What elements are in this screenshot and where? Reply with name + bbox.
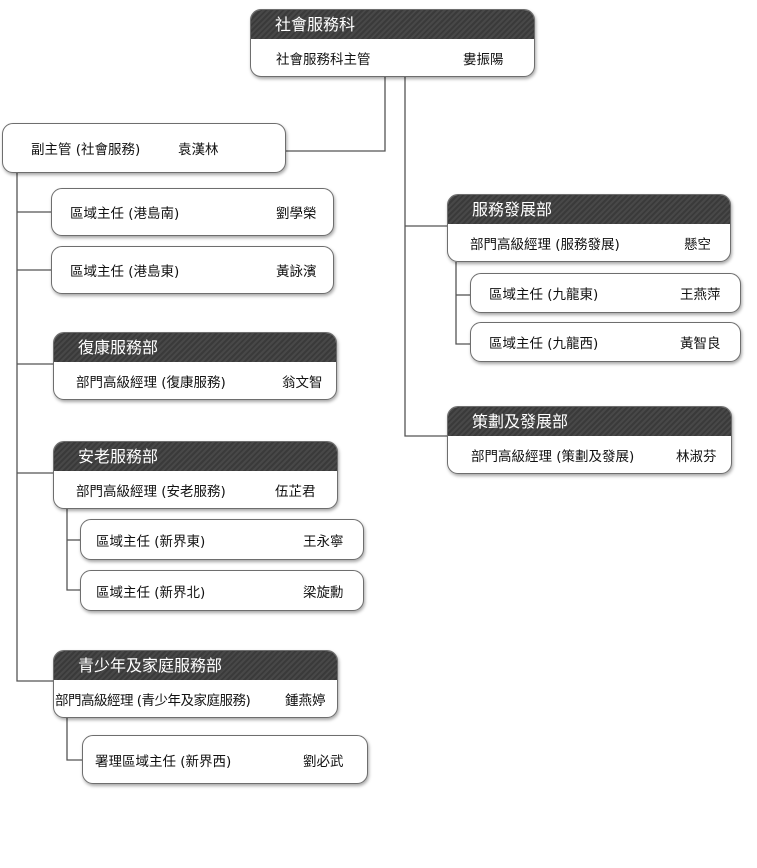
- district-kln-west-card: 區域主任 (九龍西) 黃智良: [470, 322, 741, 362]
- district-kln-east-card: 區域主任 (九龍東) 王燕萍: [470, 273, 741, 313]
- district-nt-west-name: 劉必武: [303, 753, 344, 770]
- youth-title: 部門高級經理 (青少年及家庭服務): [55, 692, 251, 709]
- district-hk-south-title: 區域主任 (港島南): [70, 206, 180, 222]
- deputy-name: 袁漢林: [178, 142, 219, 158]
- rehab-header: 復康服務部: [54, 333, 336, 362]
- district-nt-west-title: 署理區域主任 (新界西): [95, 753, 232, 770]
- district-nt-east-name: 王永寧: [303, 533, 344, 550]
- root-header: 社會服務科: [251, 10, 534, 39]
- district-hk-east-name: 黃詠濱: [276, 264, 317, 280]
- rehab-card: 復康服務部 部門高級經理 (復康服務) 翁文智: [53, 332, 337, 400]
- district-hk-east-card: 區域主任 (港島東) 黃詠濱: [51, 246, 334, 294]
- planning-title: 部門高級經理 (策劃及發展): [471, 448, 635, 465]
- root-name: 婁振陽: [463, 51, 504, 68]
- rehab-name: 翁文智: [282, 374, 323, 391]
- district-nt-west-card: 署理區域主任 (新界西) 劉必武: [82, 735, 368, 784]
- elderly-name: 伍芷君: [275, 483, 316, 500]
- youth-header: 青少年及家庭服務部: [54, 651, 337, 680]
- elderly-card: 安老服務部 部門高級經理 (安老服務) 伍芷君: [53, 441, 338, 509]
- elderly-header: 安老服務部: [54, 442, 337, 471]
- service-dev-name: 懸空: [684, 236, 711, 253]
- service-dev-header: 服務發展部: [448, 195, 730, 224]
- district-nt-north-card: 區域主任 (新界北) 梁旋勳: [80, 570, 364, 611]
- district-kln-east-name: 王燕萍: [680, 287, 721, 303]
- planning-name: 林淑芬: [676, 448, 717, 465]
- deputy-title: 副主管 (社會服務): [31, 142, 141, 158]
- deputy-card: 副主管 (社會服務) 袁漢林: [2, 123, 286, 173]
- district-nt-north-name: 梁旋勳: [303, 584, 344, 601]
- youth-name: 鍾燕婷: [285, 692, 326, 709]
- planning-card: 策劃及發展部 部門高級經理 (策劃及發展) 林淑芬: [447, 406, 732, 474]
- elderly-title: 部門高級經理 (安老服務): [76, 483, 226, 500]
- district-hk-south-card: 區域主任 (港島南) 劉學榮: [51, 188, 334, 236]
- rehab-title: 部門高級經理 (復康服務): [76, 374, 226, 391]
- youth-card: 青少年及家庭服務部 部門高級經理 (青少年及家庭服務) 鍾燕婷: [53, 650, 338, 718]
- district-nt-east-title: 區域主任 (新界東): [96, 533, 206, 550]
- root-title: 社會服務科主管: [276, 51, 371, 68]
- district-nt-east-card: 區域主任 (新界東) 王永寧: [80, 519, 364, 560]
- district-hk-south-name: 劉學榮: [276, 206, 317, 222]
- service-dev-title: 部門高級經理 (服務發展): [470, 236, 620, 253]
- root-card: 社會服務科 社會服務科主管 婁振陽: [250, 9, 535, 77]
- district-kln-east-title: 區域主任 (九龍東): [489, 287, 599, 303]
- district-kln-west-title: 區域主任 (九龍西): [489, 336, 599, 352]
- district-kln-west-name: 黃智良: [680, 336, 721, 352]
- service-dev-card: 服務發展部 部門高級經理 (服務發展) 懸空: [447, 194, 731, 262]
- district-hk-east-title: 區域主任 (港島東): [70, 264, 180, 280]
- planning-header: 策劃及發展部: [448, 407, 731, 436]
- district-nt-north-title: 區域主任 (新界北): [96, 584, 206, 601]
